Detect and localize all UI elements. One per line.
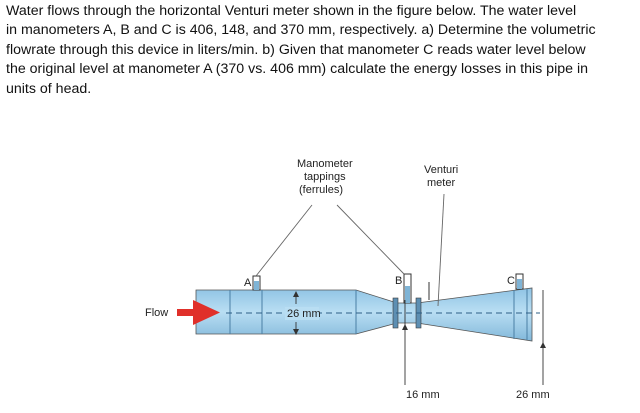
venturi-label: Venturi xyxy=(424,164,458,176)
problem-line: flowrate through this device in liters/m… xyxy=(6,41,586,58)
manometer-label: (ferrules) xyxy=(299,184,343,196)
flow-arrow-shaft xyxy=(177,309,195,316)
problem-line: the original level at manometer A (370 v… xyxy=(6,61,588,78)
leader-line xyxy=(437,193,445,307)
problem-line: in manometers A, B and C is 406, 148, an… xyxy=(6,22,596,39)
flow-arrow-icon xyxy=(193,300,220,325)
manometer-tube-b xyxy=(403,273,412,304)
tap-label-c: C xyxy=(507,275,515,287)
dim-throat: 16 mm xyxy=(406,389,440,401)
manometer-label: tappings xyxy=(304,171,346,183)
problem-statement: Water flows through the horizontal Ventu… xyxy=(6,2,636,99)
problem-line: Water flows through the horizontal Ventu… xyxy=(6,3,577,19)
problem-line: units of head. xyxy=(6,80,92,97)
venturi-body xyxy=(195,287,533,342)
manometer-tube-c xyxy=(515,273,524,290)
tap-label-a: A xyxy=(244,277,252,289)
leader-line xyxy=(336,204,405,275)
leader-line xyxy=(255,204,313,277)
flow-label: Flow xyxy=(145,307,168,319)
tap-label-b: B xyxy=(395,275,402,287)
dim-inlet: 26 mm xyxy=(287,308,321,320)
manometer-label: Manometer xyxy=(297,158,353,170)
dim-outlet: 26 mm xyxy=(516,389,550,401)
manometer-tube-a xyxy=(252,275,261,291)
venturi-label: meter xyxy=(427,177,455,189)
